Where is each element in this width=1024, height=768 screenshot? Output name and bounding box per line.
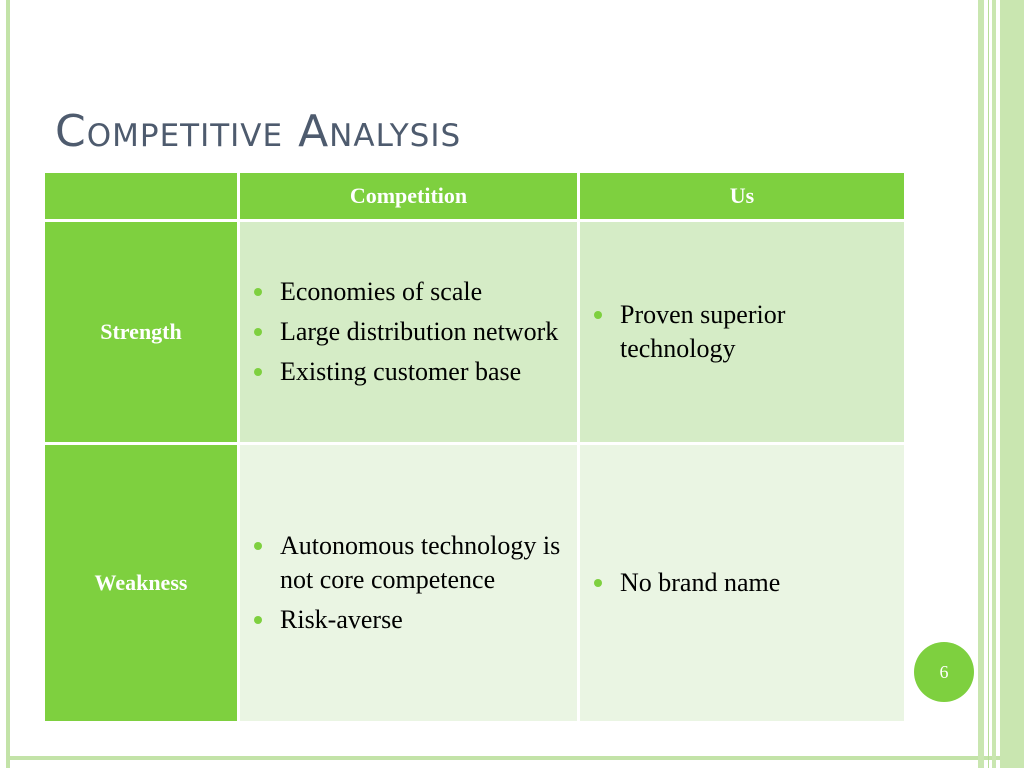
bullet-dot-icon	[254, 368, 262, 376]
header-us: Us	[577, 170, 907, 222]
bullet-list: No brand name	[580, 566, 904, 600]
list-item: Economies of scale	[240, 275, 569, 309]
bullet-list: Economies of scale Large distribution ne…	[240, 275, 577, 389]
bullet-list: Proven superior technology	[580, 298, 904, 366]
competitive-analysis-table: Competition Us Strength Economies of sca…	[42, 170, 907, 724]
frame-right-band	[978, 0, 984, 768]
list-item-text: Autonomous technology is not core compet…	[280, 531, 561, 594]
list-item: Existing customer base	[240, 355, 569, 389]
bullet-dot-icon	[254, 328, 262, 336]
list-item-text: Proven superior technology	[620, 300, 786, 363]
list-item: Large distribution network	[240, 315, 569, 349]
table-header-row: Competition Us	[42, 170, 907, 222]
row-label-strength: Strength	[42, 219, 240, 445]
list-item: Risk-averse	[240, 603, 569, 637]
bullet-list: Autonomous technology is not core compet…	[240, 529, 577, 637]
bullet-dot-icon	[254, 616, 262, 624]
cell-strength-competition: Economies of scale Large distribution ne…	[237, 219, 580, 445]
frame-right-line	[988, 0, 989, 768]
list-item-text: Large distribution network	[280, 317, 559, 346]
frame-bottom-border	[6, 756, 1024, 760]
frame-right-band	[1000, 0, 1024, 768]
cell-weakness-us: No brand name	[577, 442, 907, 724]
header-competition: Competition	[237, 170, 580, 222]
cell-strength-us: Proven superior technology	[577, 219, 907, 445]
list-item-text: Existing customer base	[280, 357, 522, 386]
bullet-dot-icon	[594, 311, 602, 319]
bullet-dot-icon	[254, 542, 262, 550]
list-item-text: Economies of scale	[280, 277, 483, 306]
list-item: Autonomous technology is not core compet…	[240, 529, 569, 597]
bullet-dot-icon	[254, 288, 262, 296]
page-number-badge: 6	[914, 642, 974, 702]
frame-left-border	[6, 0, 10, 768]
list-item: No brand name	[580, 566, 896, 600]
frame-right-band	[992, 0, 996, 768]
cell-weakness-competition: Autonomous technology is not core compet…	[237, 442, 580, 724]
list-item-text: Risk-averse	[280, 605, 403, 634]
list-item: Proven superior technology	[580, 298, 896, 366]
table-row-strength: Strength Economies of scale Large distri…	[42, 219, 907, 445]
row-label-weakness: Weakness	[42, 442, 240, 724]
list-item-text: No brand name	[620, 568, 781, 597]
header-corner	[42, 170, 240, 222]
slide-title: Competitive Analysis	[55, 106, 462, 157]
bullet-dot-icon	[594, 579, 602, 587]
table-row-weakness: Weakness Autonomous technology is not co…	[42, 442, 907, 724]
